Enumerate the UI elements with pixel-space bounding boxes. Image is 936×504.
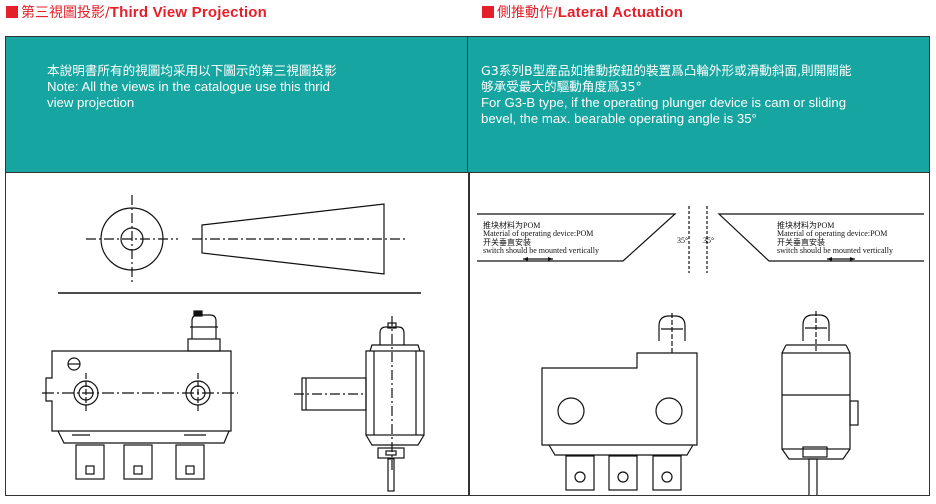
panel-divider	[468, 173, 470, 495]
red-square-icon	[482, 6, 494, 18]
heading-lateral-actuation: 側推動作/ Lateral Actuation	[482, 0, 683, 24]
switch-side-view	[294, 316, 425, 492]
content-frame: 本說明書所有的視圖均采用以下圖示的第三視圖投影 Note: All the vi…	[5, 36, 930, 496]
left-ann-zh-1: 推块材料为POM	[483, 220, 540, 230]
left-actuator-block: 推块材料为POM Material of operating device:PO…	[477, 206, 690, 273]
heading-third-view-projection: 第三視圖投影/ Third View Projection	[6, 0, 267, 24]
angle-label-right: 35°	[703, 236, 714, 245]
right-panel-zh-1: G3系列B型産品如推動按鈕的裝置爲凸輪外形或滑動斜面,則開關能	[481, 63, 852, 78]
angle-label-left: 35°	[677, 236, 688, 245]
left-ann-en-1: Material of operating device:POM	[483, 229, 593, 238]
right-panel-en-1: For G3-B type, if the operating plunger …	[481, 95, 847, 110]
heading-right-en: Lateral Actuation	[557, 3, 684, 21]
lateral-actuation-drawing: 推块材料为POM Material of operating device:PO…	[477, 206, 924, 495]
right-ann-en-2: switch should be mounted vertically	[777, 246, 893, 255]
heading-left-zh: 第三視圖投影/	[21, 5, 110, 21]
projection-symbol	[86, 195, 408, 283]
left-panel-zh: 本說明書所有的視圖均采用以下圖示的第三視圖投影	[47, 63, 337, 78]
left-panel-text: 本說明書所有的視圖均采用以下圖示的第三視圖投影 Note: All the vi…	[47, 63, 457, 111]
switch-front-view-lateral	[541, 313, 698, 491]
third-view-projection-drawing	[42, 195, 425, 492]
right-panel-en-2: bevel, the max. bearable operating angle…	[481, 111, 757, 126]
left-ann-zh-2: 开关垂直安装	[483, 237, 531, 247]
right-ann-zh-1: 推块材料为POM	[777, 220, 834, 230]
red-square-icon	[6, 6, 18, 18]
right-actuator-block: 推块材料为POM Material of operating device:PO…	[703, 206, 924, 273]
left-panel-en-1: Note: All the views in the catalogue use…	[47, 79, 330, 94]
right-info-panel: G3系列B型産品如推動按鈕的裝置爲凸輪外形或滑動斜面,則開關能 够承受最大的驅動…	[468, 37, 929, 173]
right-panel-text: G3系列B型産品如推動按鈕的裝置爲凸輪外形或滑動斜面,則開關能 够承受最大的驅動…	[481, 63, 921, 127]
heading-right-zh: 側推動作/	[497, 5, 558, 21]
left-ann-en-2: switch should be mounted vertically	[483, 246, 599, 255]
switch-front-view	[42, 310, 238, 480]
heading-left-en: Third View Projection	[109, 3, 268, 21]
right-ann-en-1: Material of operating device:POM	[777, 229, 887, 238]
right-ann-zh-2: 开关垂直安装	[777, 237, 825, 247]
right-panel-zh-2: 够承受最大的驅動角度爲35°	[481, 79, 642, 94]
left-panel-en-2: view projection	[47, 95, 135, 110]
left-info-panel: 本說明書所有的視圖均采用以下圖示的第三視圖投影 Note: All the vi…	[6, 37, 468, 173]
switch-side-view-lateral	[781, 311, 859, 495]
